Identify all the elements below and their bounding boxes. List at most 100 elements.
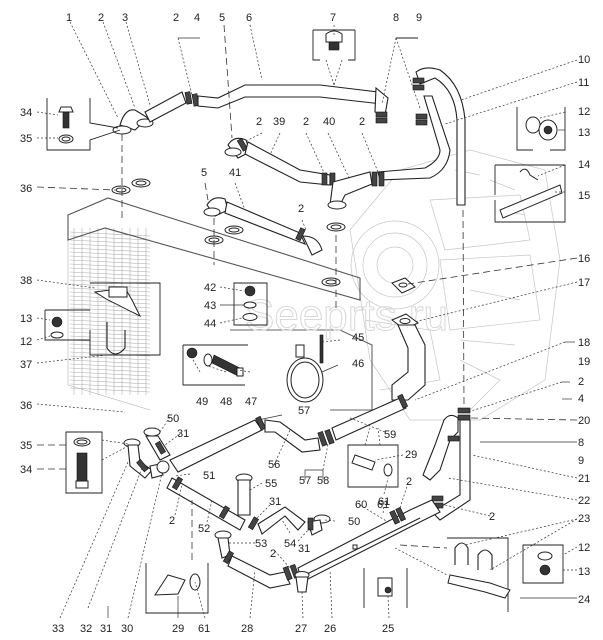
detail-boxes	[44, 29, 566, 614]
callout-40: 40	[323, 116, 335, 128]
radiator-fin	[69, 267, 151, 273]
radiator-fin	[69, 303, 151, 309]
radiator-fin	[69, 275, 151, 281]
callout-41: 41	[229, 167, 241, 179]
radiator-fin	[69, 323, 151, 329]
callout-17: 17	[578, 277, 590, 289]
callout-29: 29	[172, 623, 184, 635]
callout-2: 2	[173, 12, 179, 24]
callout-19: 19	[578, 356, 590, 368]
radiator-fin	[69, 263, 151, 269]
callout-59: 59	[384, 429, 396, 441]
callout-14: 14	[578, 159, 590, 171]
callout-31: 31	[298, 543, 310, 555]
callout-7: 7	[330, 12, 336, 24]
radiator-fin	[69, 387, 151, 393]
radiator-fin	[69, 299, 151, 305]
radiator-fin	[69, 255, 151, 261]
callout-58: 58	[317, 475, 329, 487]
callout-5: 5	[201, 167, 207, 179]
callout-2: 2	[303, 116, 309, 128]
callout-2: 2	[270, 548, 276, 560]
callout-48: 48	[220, 396, 232, 408]
callout-35: 35	[20, 133, 32, 145]
callout-57: 57	[299, 475, 311, 487]
engine-outlet	[391, 277, 426, 401]
callout-36: 36	[20, 400, 32, 412]
callout-50: 50	[348, 516, 360, 528]
callout-2: 2	[406, 476, 412, 488]
radiator-fin	[69, 375, 151, 381]
callout-15: 15	[578, 190, 590, 202]
lower-pipe-assembly	[123, 393, 441, 593]
callout-28: 28	[241, 623, 253, 635]
callout-5: 5	[219, 12, 225, 24]
callout-34: 34	[20, 464, 32, 476]
radiator-fin	[69, 243, 151, 249]
callout-2: 2	[298, 203, 304, 215]
radiator-fin	[69, 359, 151, 365]
callout-31: 31	[100, 623, 112, 635]
callout-4: 4	[578, 393, 584, 405]
upper-pipe-assembly	[112, 67, 466, 206]
callout-10: 10	[578, 54, 590, 66]
radiator-fin	[69, 283, 151, 289]
callout-47: 47	[245, 396, 257, 408]
callout-20: 20	[578, 415, 590, 427]
callout-45: 45	[352, 332, 364, 344]
radiator-fin	[69, 235, 151, 241]
callout-33: 33	[52, 623, 64, 635]
callout-60: 60	[355, 499, 367, 511]
callout-12: 12	[578, 542, 590, 554]
callout-61: 61	[198, 623, 210, 635]
callout-9: 9	[578, 455, 584, 467]
callout-32: 32	[80, 623, 92, 635]
callout-12: 12	[20, 336, 32, 348]
callout-21: 21	[578, 473, 590, 485]
callout-26: 26	[324, 623, 336, 635]
callout-57: 57	[298, 405, 310, 417]
callout-2: 2	[578, 376, 584, 388]
callout-61: 61	[378, 496, 390, 508]
callout-1: 1	[66, 12, 72, 24]
callout-8: 8	[578, 437, 584, 449]
right-riser-assembly	[422, 407, 471, 521]
callout-61: 61	[377, 499, 389, 511]
radiator-fin	[69, 327, 151, 333]
radiator-fin	[69, 363, 151, 369]
callout-27: 27	[295, 623, 307, 635]
radiator-core-background	[67, 225, 151, 411]
radiator-fin	[69, 347, 151, 353]
callout-34: 34	[20, 107, 32, 119]
callout-42: 42	[204, 282, 216, 294]
callout-55: 55	[265, 478, 277, 490]
engine-block-background	[349, 149, 561, 421]
callout-39: 39	[273, 116, 285, 128]
callout-22: 22	[578, 495, 590, 507]
radiator-tank	[67, 197, 373, 411]
radiator-fin	[69, 379, 151, 385]
radiator-fin	[69, 343, 151, 349]
callout-12: 12	[578, 106, 590, 118]
callout-53: 53	[255, 538, 267, 550]
callout-43: 43	[204, 300, 216, 312]
radiator-fin	[69, 259, 151, 265]
callout-labels: 1 2 3 2 4 5 6 7 8 9 10 11 12 13 14 15 34…	[20, 12, 590, 635]
callout-51: 51	[203, 470, 215, 482]
callout-18: 18	[578, 337, 590, 349]
callout-31: 31	[177, 428, 189, 440]
callout-35: 35	[20, 440, 32, 452]
radiator-fin	[69, 231, 151, 237]
radiator-fin	[69, 311, 151, 317]
radiator-fin	[69, 315, 151, 321]
callout-30: 30	[121, 623, 133, 635]
callout-49: 49	[196, 396, 208, 408]
radiator-fin	[69, 271, 151, 277]
callout-13: 13	[578, 566, 590, 578]
callout-2: 2	[98, 12, 104, 24]
callout-13: 13	[578, 127, 590, 139]
radiator-fin	[69, 239, 151, 245]
callout-50: 50	[167, 413, 179, 425]
callout-56: 56	[268, 459, 280, 471]
